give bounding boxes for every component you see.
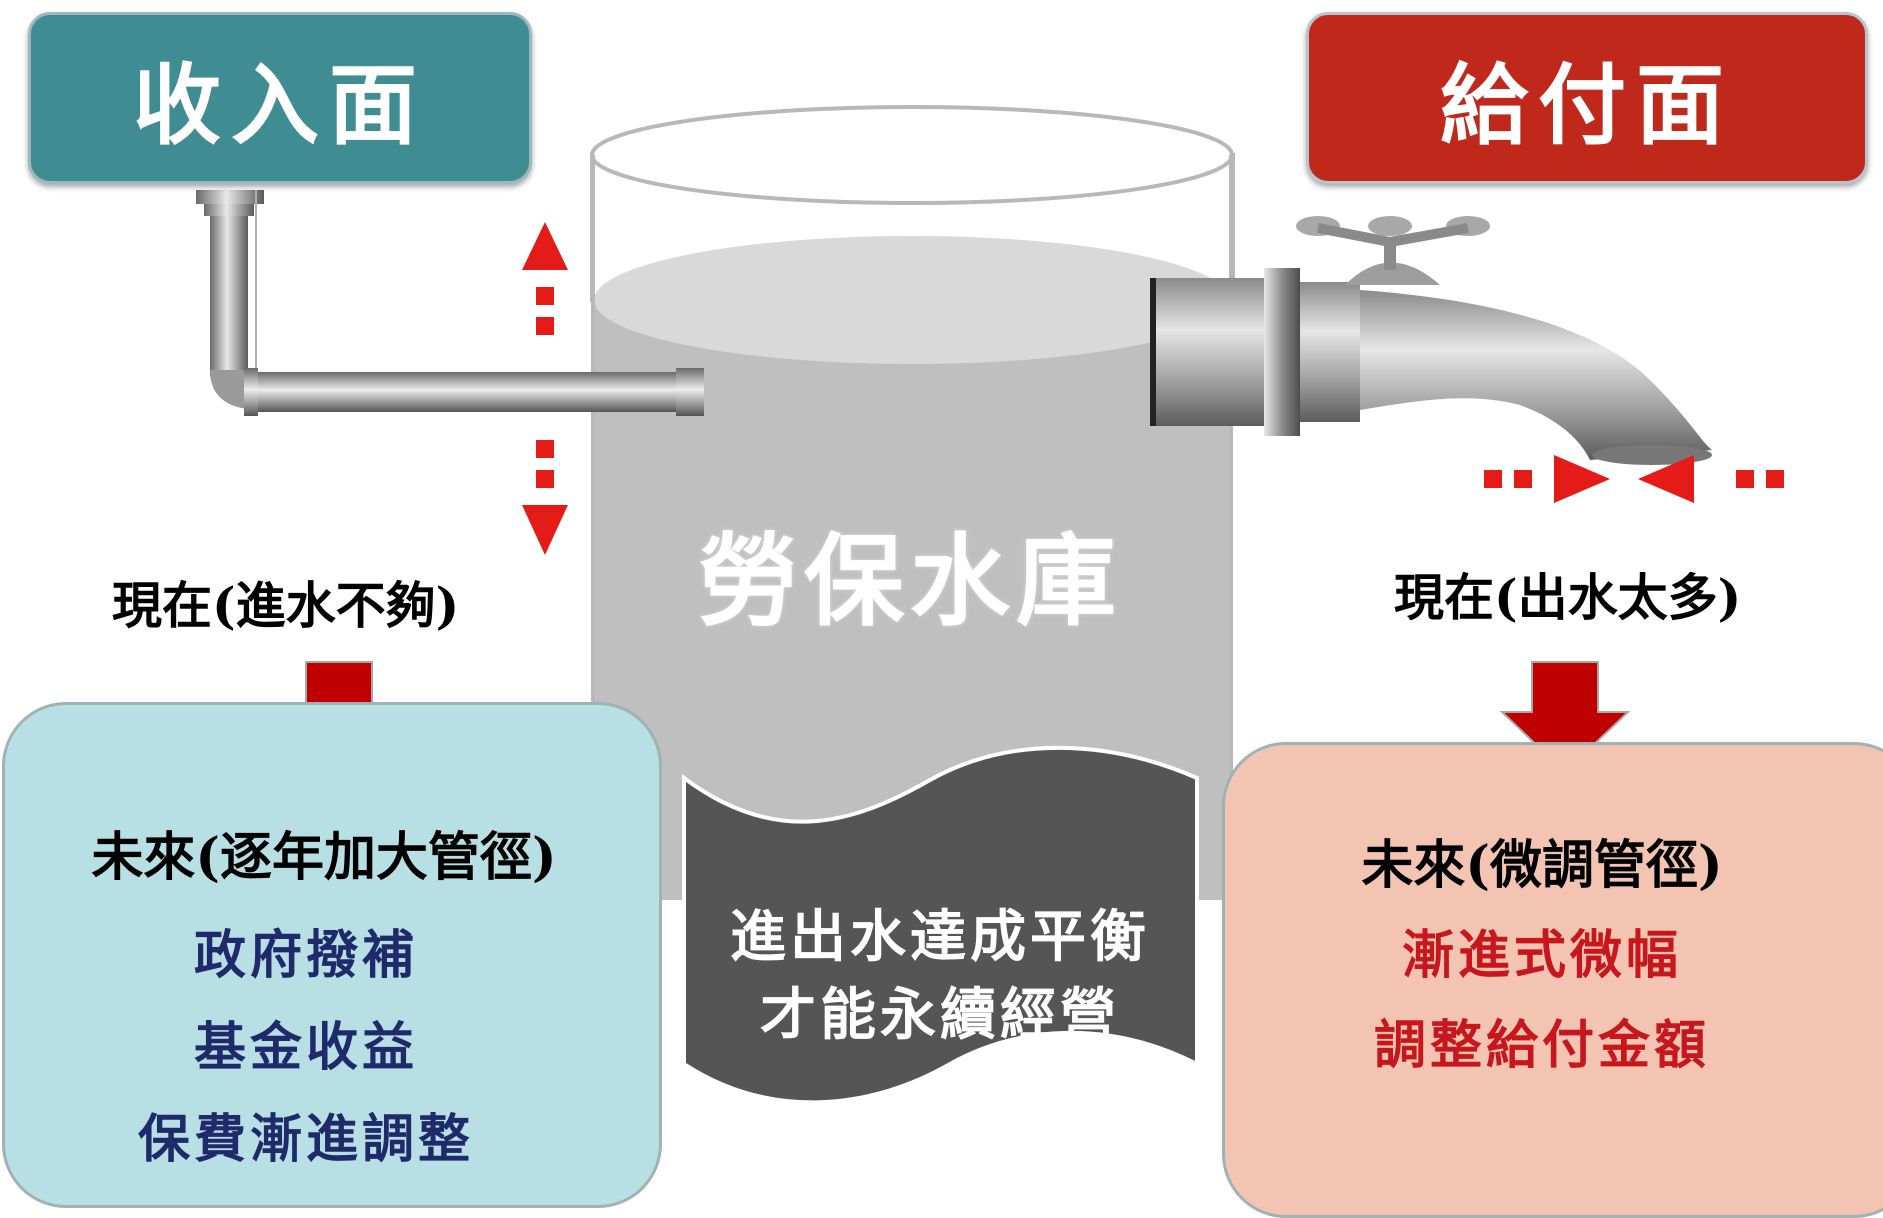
red-up-arrow-icon bbox=[522, 222, 568, 335]
red-down-arrow-icon bbox=[522, 440, 568, 555]
benefit-future-item: 漸進式微幅 bbox=[1401, 925, 1682, 986]
wavy-banner bbox=[682, 745, 1199, 1105]
inlet-pipe bbox=[196, 190, 704, 416]
left-current-status: 現在(進水不夠) bbox=[112, 576, 460, 635]
benefit-side-header: 給付面 bbox=[1306, 12, 1868, 184]
income-future-box: 未來(逐年加大管徑) 政府撥補 基金收益 保費漸進調整 bbox=[2, 702, 662, 1208]
benefit-future-title: 未來(微調管徑) bbox=[1361, 835, 1723, 896]
reservoir-label: 勞保水庫 bbox=[698, 522, 1122, 640]
income-future-item: 基金收益 bbox=[193, 1017, 418, 1078]
banner-line: 進出水達成平衡 bbox=[730, 904, 1150, 970]
faucet bbox=[1150, 216, 1712, 465]
income-future-title: 未來(逐年加大管徑) bbox=[91, 827, 557, 888]
banner-line: 才能永續經營 bbox=[760, 982, 1120, 1048]
income-future-item: 政府撥補 bbox=[193, 925, 418, 986]
benefit-future-box: 未來(微調管徑) 漸進式微幅 調整給付金額 bbox=[1222, 742, 1883, 1218]
red-left-arrow-icon bbox=[1638, 455, 1784, 503]
income-future-item: 保費漸進調整 bbox=[137, 1109, 474, 1170]
benefit-future-item: 調整給付金額 bbox=[1373, 1015, 1710, 1076]
diagram-graphics bbox=[196, 105, 1784, 1105]
income-side-header: 收入面 bbox=[28, 12, 532, 184]
red-right-arrow-icon bbox=[1484, 455, 1610, 503]
right-current-status: 現在(出水太多) bbox=[1394, 568, 1742, 627]
